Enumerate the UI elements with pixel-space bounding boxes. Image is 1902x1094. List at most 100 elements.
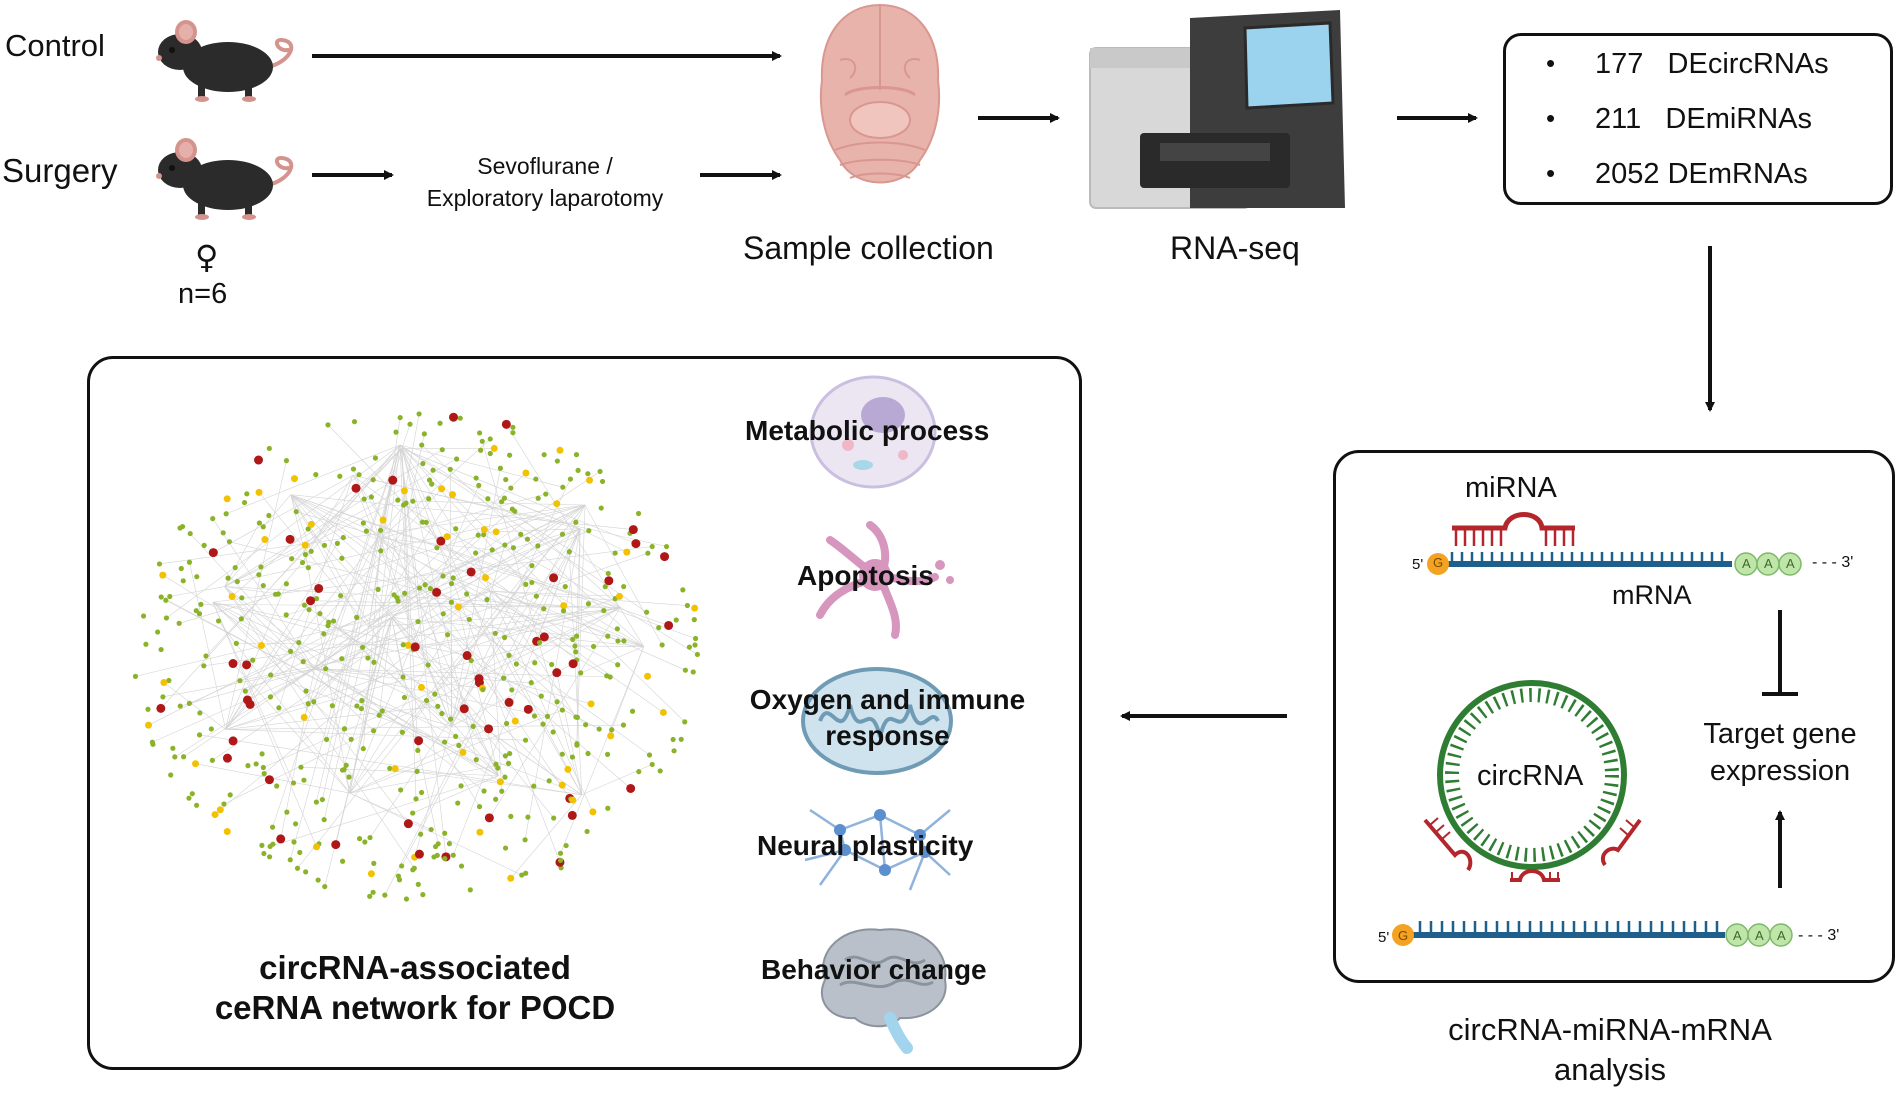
- mouse-icon: [156, 20, 294, 102]
- mrna-node: [450, 852, 456, 858]
- mrna-node: [554, 458, 560, 464]
- mrna-node: [535, 495, 541, 501]
- mrna-node: [543, 491, 549, 497]
- mirna-node: [496, 778, 504, 786]
- mrna-node: [189, 791, 195, 797]
- mrna-node: [194, 574, 200, 580]
- mrna-node: [321, 542, 328, 548]
- mrna-node: [574, 633, 580, 639]
- mrna-node: [269, 824, 276, 830]
- mrna-node: [531, 713, 538, 719]
- mrna-node: [493, 796, 499, 802]
- mrna-node: [397, 414, 403, 421]
- mrna-node: [306, 607, 312, 613]
- neuron-network-icon: [804, 808, 951, 891]
- mrna-node: [356, 836, 363, 842]
- mrna-node: [266, 445, 272, 452]
- mrna-node: [439, 447, 445, 453]
- mirna-node: [623, 548, 631, 556]
- mrna-node: [431, 854, 437, 860]
- mrna-node: [505, 760, 512, 766]
- mrna-node: [399, 863, 405, 869]
- brain-icon: [820, 928, 947, 1054]
- mrna-node: [502, 774, 508, 780]
- mrna-node: [348, 736, 354, 742]
- mirna-node: [159, 571, 167, 579]
- circrna-node: [459, 704, 469, 714]
- mrna-node: [293, 509, 299, 515]
- mrna-node: [223, 511, 229, 517]
- mrna-node: [671, 748, 677, 754]
- mrna-node: [196, 611, 203, 617]
- mrna-node: [284, 809, 290, 815]
- mrna-node: [334, 540, 340, 546]
- mrna-node: [487, 436, 493, 442]
- mirna-node: [216, 806, 224, 814]
- mrna-node: [621, 583, 627, 590]
- mrna-node: [239, 595, 245, 601]
- mrna-node: [170, 745, 176, 751]
- mrna-node: [259, 751, 265, 757]
- mrna-node: [296, 639, 302, 646]
- mrna-node: [422, 582, 428, 588]
- mrna-node: [508, 813, 514, 819]
- target-line-2: expression: [1709, 755, 1851, 787]
- mirna-node: [379, 516, 387, 524]
- mrna-node: [615, 638, 621, 644]
- mrna-node: [322, 883, 328, 890]
- mrna-node: [430, 467, 436, 473]
- mrna-node: [394, 595, 400, 601]
- mrna-node: [659, 642, 665, 648]
- mirna-label: miRNA: [1465, 472, 1557, 504]
- mrna-node: [477, 430, 483, 436]
- mrna-node: [379, 708, 385, 714]
- mrna-node: [187, 530, 193, 537]
- circrna-node: [156, 703, 166, 713]
- circrna-node: [254, 455, 264, 465]
- mrna-node: [403, 500, 409, 506]
- circrna-node: [549, 573, 559, 583]
- mrna-node: [657, 768, 663, 774]
- circrna-node: [552, 668, 562, 678]
- mrna-node: [378, 548, 384, 554]
- rnaseq-label: RNA-seq: [1170, 230, 1300, 266]
- mrna-node: [317, 611, 323, 617]
- de-bullet: •: [1546, 158, 1556, 188]
- mirna-node: [449, 491, 457, 499]
- mrna-node: [562, 583, 568, 590]
- mrna-node: [506, 652, 512, 658]
- mrna-node: [446, 841, 453, 847]
- mrna-node: [297, 849, 303, 856]
- mrna-node: [563, 842, 569, 849]
- mrna-node: [532, 660, 538, 666]
- mrna-node: [531, 783, 537, 789]
- mrna-node: [311, 699, 317, 705]
- mrna-node: [492, 630, 498, 636]
- mrna-node: [256, 572, 262, 578]
- mrna-node: [585, 750, 591, 757]
- mrna-node: [417, 585, 423, 591]
- mrna-node: [549, 661, 555, 668]
- mirna-node: [615, 592, 623, 600]
- mrna-node: [423, 519, 429, 525]
- mrna-node: [649, 543, 655, 550]
- mrna-node: [503, 476, 509, 483]
- mrna-node: [415, 747, 421, 754]
- mirna-node: [569, 796, 577, 804]
- caption-line-1: circRNA-miRNA-mRNA: [1448, 1012, 1772, 1047]
- mrna-node: [519, 872, 525, 878]
- mrna-node: [420, 460, 426, 467]
- mrna-node: [186, 795, 192, 801]
- apoptotic-cell-icon: [816, 521, 954, 639]
- mrna-node: [419, 519, 426, 525]
- mrna-node: [365, 655, 371, 661]
- mrna-node: [510, 545, 517, 551]
- mrna-node: [393, 429, 399, 435]
- mrna-node: [684, 602, 691, 609]
- mrna-node: [371, 860, 377, 866]
- mrna-node: [294, 865, 301, 871]
- mrna-node: [427, 586, 434, 592]
- polya-letter: A: [1786, 556, 1795, 571]
- mrna-node: [221, 801, 227, 807]
- target-line-1: Target gene: [1703, 718, 1857, 750]
